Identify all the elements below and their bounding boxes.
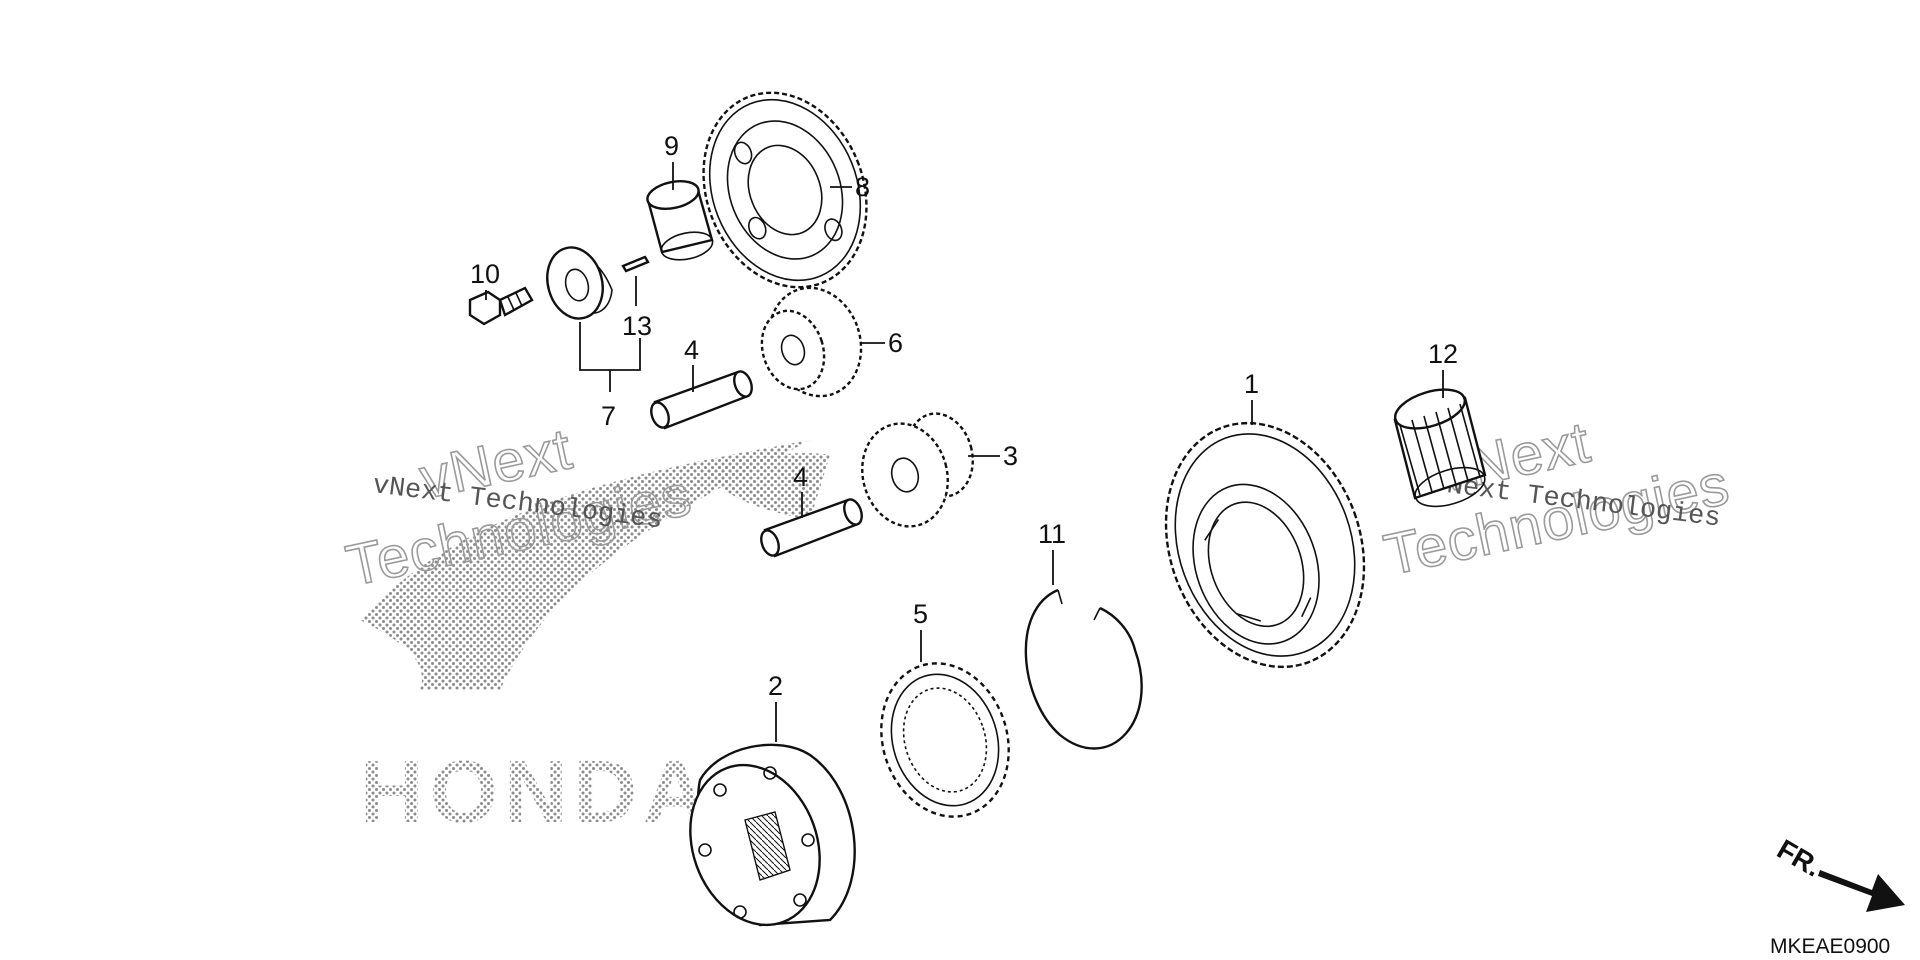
callout-1-label: 1 [1244,369,1259,399]
part-3-gear[interactable] [851,406,982,536]
callout-11: 11 [1038,519,1066,585]
callout-8-label: 8 [855,172,870,202]
callout-2-label: 2 [768,671,783,701]
part-13-pin[interactable] [621,255,650,273]
callout-11-label: 11 [1038,519,1066,549]
callout-5: 5 [913,599,928,662]
callout-5-label: 5 [913,599,928,629]
callout-4a: 4 [684,335,699,392]
callout-6-label: 6 [888,328,903,358]
front-direction-arrow: FR. [1772,833,1905,912]
part-6-gear[interactable] [752,276,875,408]
part-12-bearing[interactable] [1391,382,1490,514]
callout-9: 9 [664,131,679,190]
part-5-clutch[interactable] [862,647,1028,834]
callout-8: 8 [830,172,870,202]
part-7-washer[interactable] [540,241,613,325]
callout-12-label: 12 [1428,339,1458,369]
part-8-gear[interactable] [675,68,895,312]
diagram-code: MKEAE0900 [1770,935,1890,958]
callout-4b-label: 4 [793,462,808,492]
part-2-clutch-outer[interactable] [669,743,856,943]
part-10-bolt[interactable] [468,286,534,326]
watermark-logo: HONDA [360,440,830,841]
callout-2: 2 [768,671,783,742]
callout-7: 7 [579,322,641,431]
callout-1: 1 [1244,369,1259,425]
part-11-snap-ring[interactable] [1024,588,1143,750]
part-4-shaft-lower[interactable] [758,497,865,558]
callout-6: 6 [862,328,903,358]
callout-9-label: 9 [664,131,679,161]
part-4-shaft-upper[interactable] [648,369,755,430]
part-9-collar[interactable] [645,177,715,264]
callout-10: 10 [470,259,500,300]
callout-3-label: 3 [1003,441,1018,471]
callout-13-label: 13 [622,311,652,341]
part-1-gear[interactable] [1133,395,1397,695]
callout-12: 12 [1428,339,1458,398]
watermark-logo-text: HONDA [360,742,713,841]
callout-7-label: 7 [601,401,616,431]
callout-13: 13 [622,276,652,341]
callout-4b: 4 [793,462,808,518]
callout-4a-label: 4 [684,335,699,365]
callout-3: 3 [968,441,1018,471]
callout-10-label: 10 [470,259,500,289]
